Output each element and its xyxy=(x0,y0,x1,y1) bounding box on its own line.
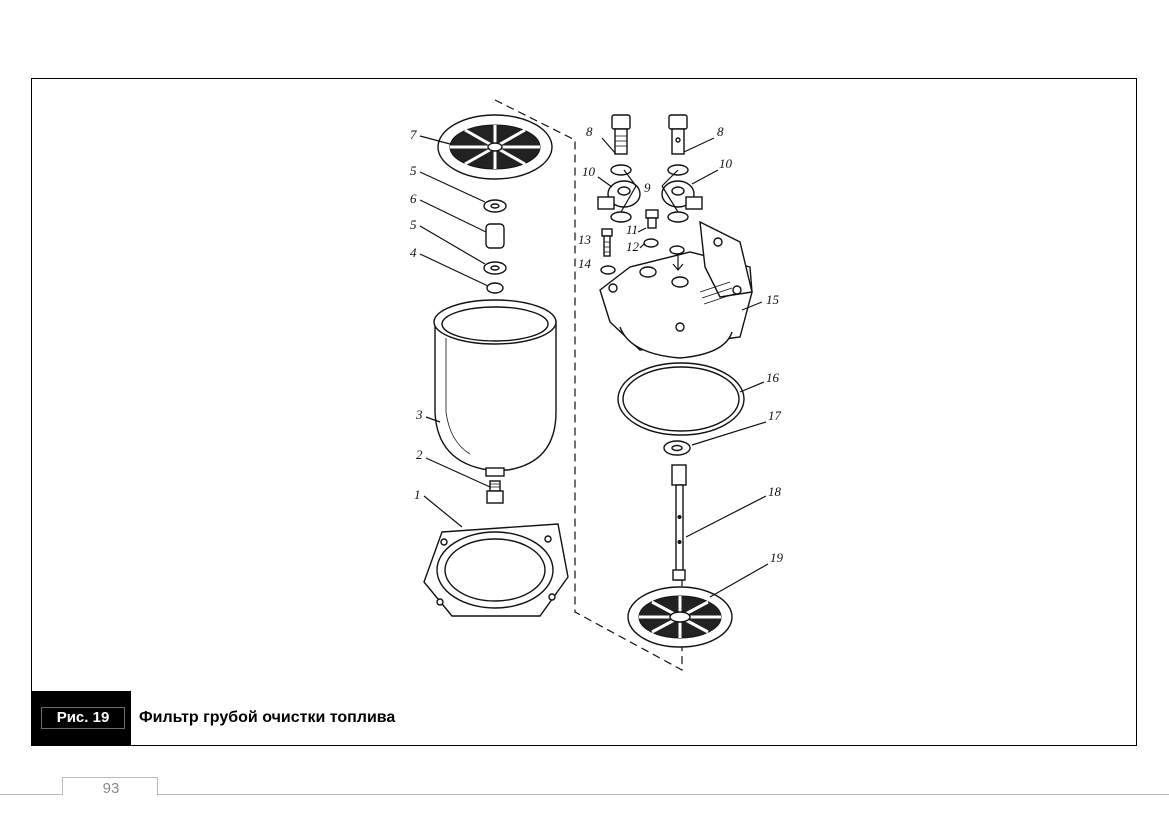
part-13-screw xyxy=(601,228,613,257)
part-11-plug xyxy=(645,209,659,229)
part-18-center-tube xyxy=(671,464,687,581)
part-19-bottom-disc xyxy=(627,586,733,648)
svg-text:13: 13 xyxy=(578,232,592,247)
exploded-diagram-fuel-filter: 7 5 6 5 4 3 2 1 8 8 10 10 9 11 12 13 14 … xyxy=(380,92,800,682)
svg-text:3: 3 xyxy=(415,407,423,422)
figure-caption: Фильтр грубой очистки топлива xyxy=(139,709,396,726)
part-10-banjo-fitting-left xyxy=(597,180,641,210)
page-number: 93 xyxy=(102,780,120,797)
figure-frame xyxy=(31,78,1137,746)
part-7-top-disc xyxy=(437,114,553,180)
part-2-drain-plug xyxy=(486,480,504,504)
footer-rule xyxy=(0,794,1169,795)
part-8-banjo-bolt-right xyxy=(668,114,688,155)
part-1-clamp-ring xyxy=(423,523,569,617)
part-6-spring xyxy=(485,223,505,249)
svg-text:11: 11 xyxy=(626,222,638,237)
part-3-filter-bowl xyxy=(433,299,557,477)
part-16-o-ring xyxy=(617,362,745,436)
svg-text:19: 19 xyxy=(770,550,784,565)
svg-text:12: 12 xyxy=(626,239,640,254)
svg-text:5: 5 xyxy=(410,163,417,178)
svg-text:17: 17 xyxy=(768,408,782,423)
callout-leaders xyxy=(419,135,769,598)
part-15-filter-housing xyxy=(599,220,753,359)
svg-text:5: 5 xyxy=(410,217,417,232)
svg-text:14: 14 xyxy=(578,256,592,271)
svg-text:7: 7 xyxy=(410,127,417,142)
svg-text:4: 4 xyxy=(410,245,417,260)
svg-text:6: 6 xyxy=(410,191,417,206)
svg-text:1: 1 xyxy=(414,487,421,502)
callout-labels: 7 5 6 5 4 3 2 1 8 8 10 10 9 11 12 13 14 … xyxy=(410,124,784,565)
page-number-tab: 93 xyxy=(62,777,158,797)
svg-text:18: 18 xyxy=(768,484,782,499)
svg-text:15: 15 xyxy=(766,292,780,307)
svg-text:8: 8 xyxy=(586,124,593,139)
svg-text:8: 8 xyxy=(717,124,724,139)
svg-text:10: 10 xyxy=(582,164,596,179)
figure-number-box: Рис. 19 xyxy=(31,691,131,746)
part-14-washer xyxy=(600,265,616,275)
figure-number: Рис. 19 xyxy=(41,707,125,729)
part-12-washer xyxy=(643,238,659,248)
part-17-washer xyxy=(663,440,691,456)
svg-text:10: 10 xyxy=(719,156,733,171)
svg-text:9: 9 xyxy=(644,180,651,195)
part-5-washer-bottom xyxy=(483,261,507,275)
svg-text:16: 16 xyxy=(766,370,780,385)
part-4-snap-ring xyxy=(486,282,504,294)
part-5-washer-top xyxy=(483,199,507,213)
svg-text:2: 2 xyxy=(416,447,423,462)
part-8-banjo-bolt-left xyxy=(611,114,631,155)
part-10-banjo-fitting-right xyxy=(661,180,703,210)
